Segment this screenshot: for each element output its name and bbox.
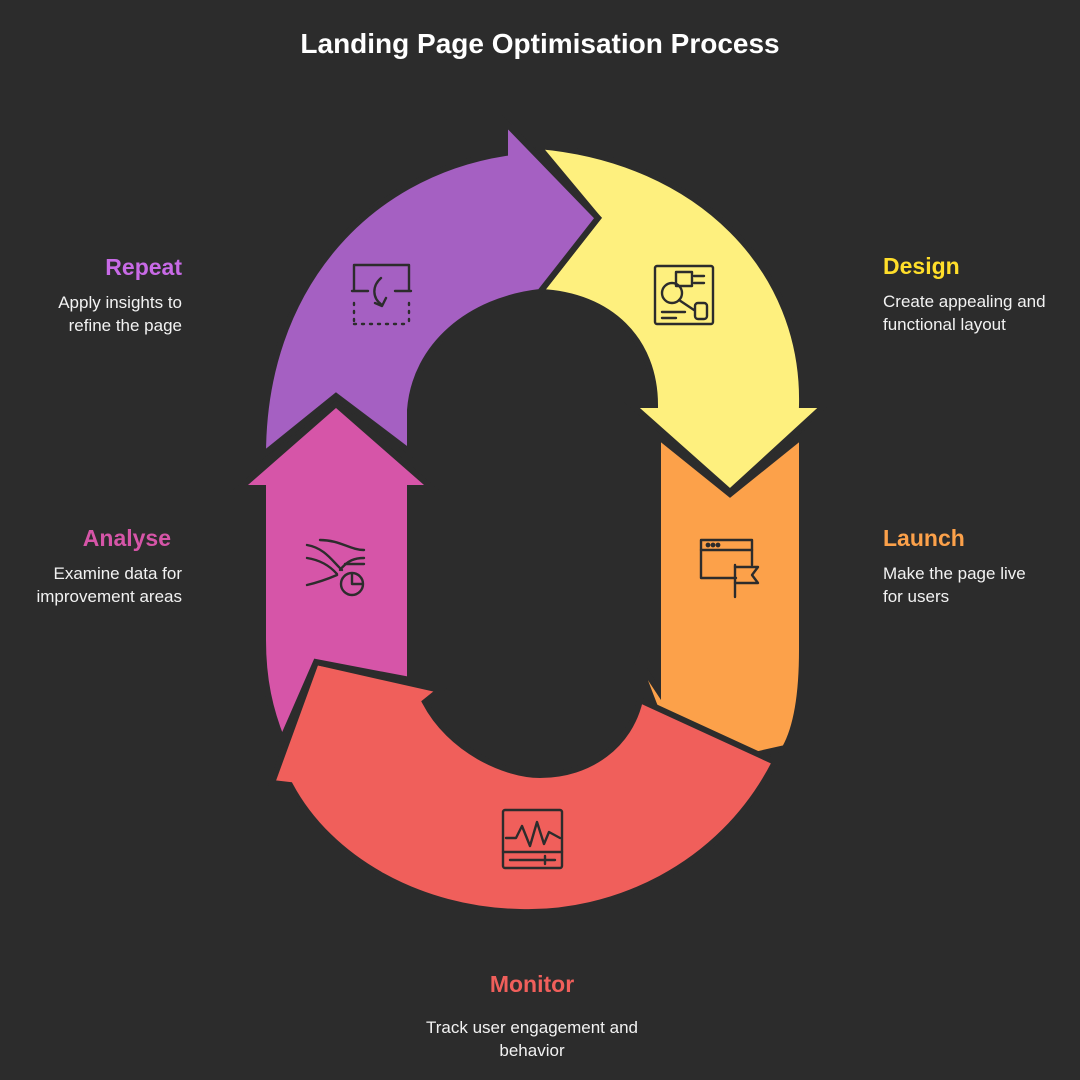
- repeat-title: Repeat: [105, 254, 182, 280]
- layout-design-icon: [653, 264, 715, 326]
- launch-description: Make the page live for users: [883, 564, 1026, 606]
- repeat-label: Repeat Apply insights to refine the page: [0, 254, 182, 337]
- launch-title: Launch: [883, 525, 965, 551]
- monitor-title: Monitor: [489, 971, 575, 997]
- design-arrow: [531, 142, 833, 497]
- analyse-label: Analyse Examine data for improvement are…: [0, 525, 182, 608]
- analyse-description: Examine data for improvement areas: [36, 564, 182, 606]
- monitor-pulse-icon: [501, 808, 564, 870]
- repeat-arrow: [259, 114, 602, 462]
- design-label: Design Create appealing and functional l…: [883, 253, 1080, 336]
- analyse-title: Analyse: [82, 525, 171, 551]
- data-flow-chart-icon: [305, 538, 366, 597]
- refresh-crop-icon: [350, 263, 413, 326]
- repeat-description: Apply insights to refine the page: [58, 293, 182, 335]
- monitor-arrow: [267, 658, 780, 916]
- page-title: Landing Page Optimisation Process: [300, 28, 780, 59]
- launch-label: Launch Make the page live for users: [883, 525, 1073, 608]
- design-title: Design: [883, 253, 960, 279]
- browser-flag-icon: [699, 538, 760, 599]
- monitor-label: Monitor Track user engagement and behavi…: [382, 971, 682, 1062]
- monitor-description: Track user engagement and behavior: [426, 1018, 638, 1060]
- design-description: Create appealing and functional layout: [883, 292, 1046, 334]
